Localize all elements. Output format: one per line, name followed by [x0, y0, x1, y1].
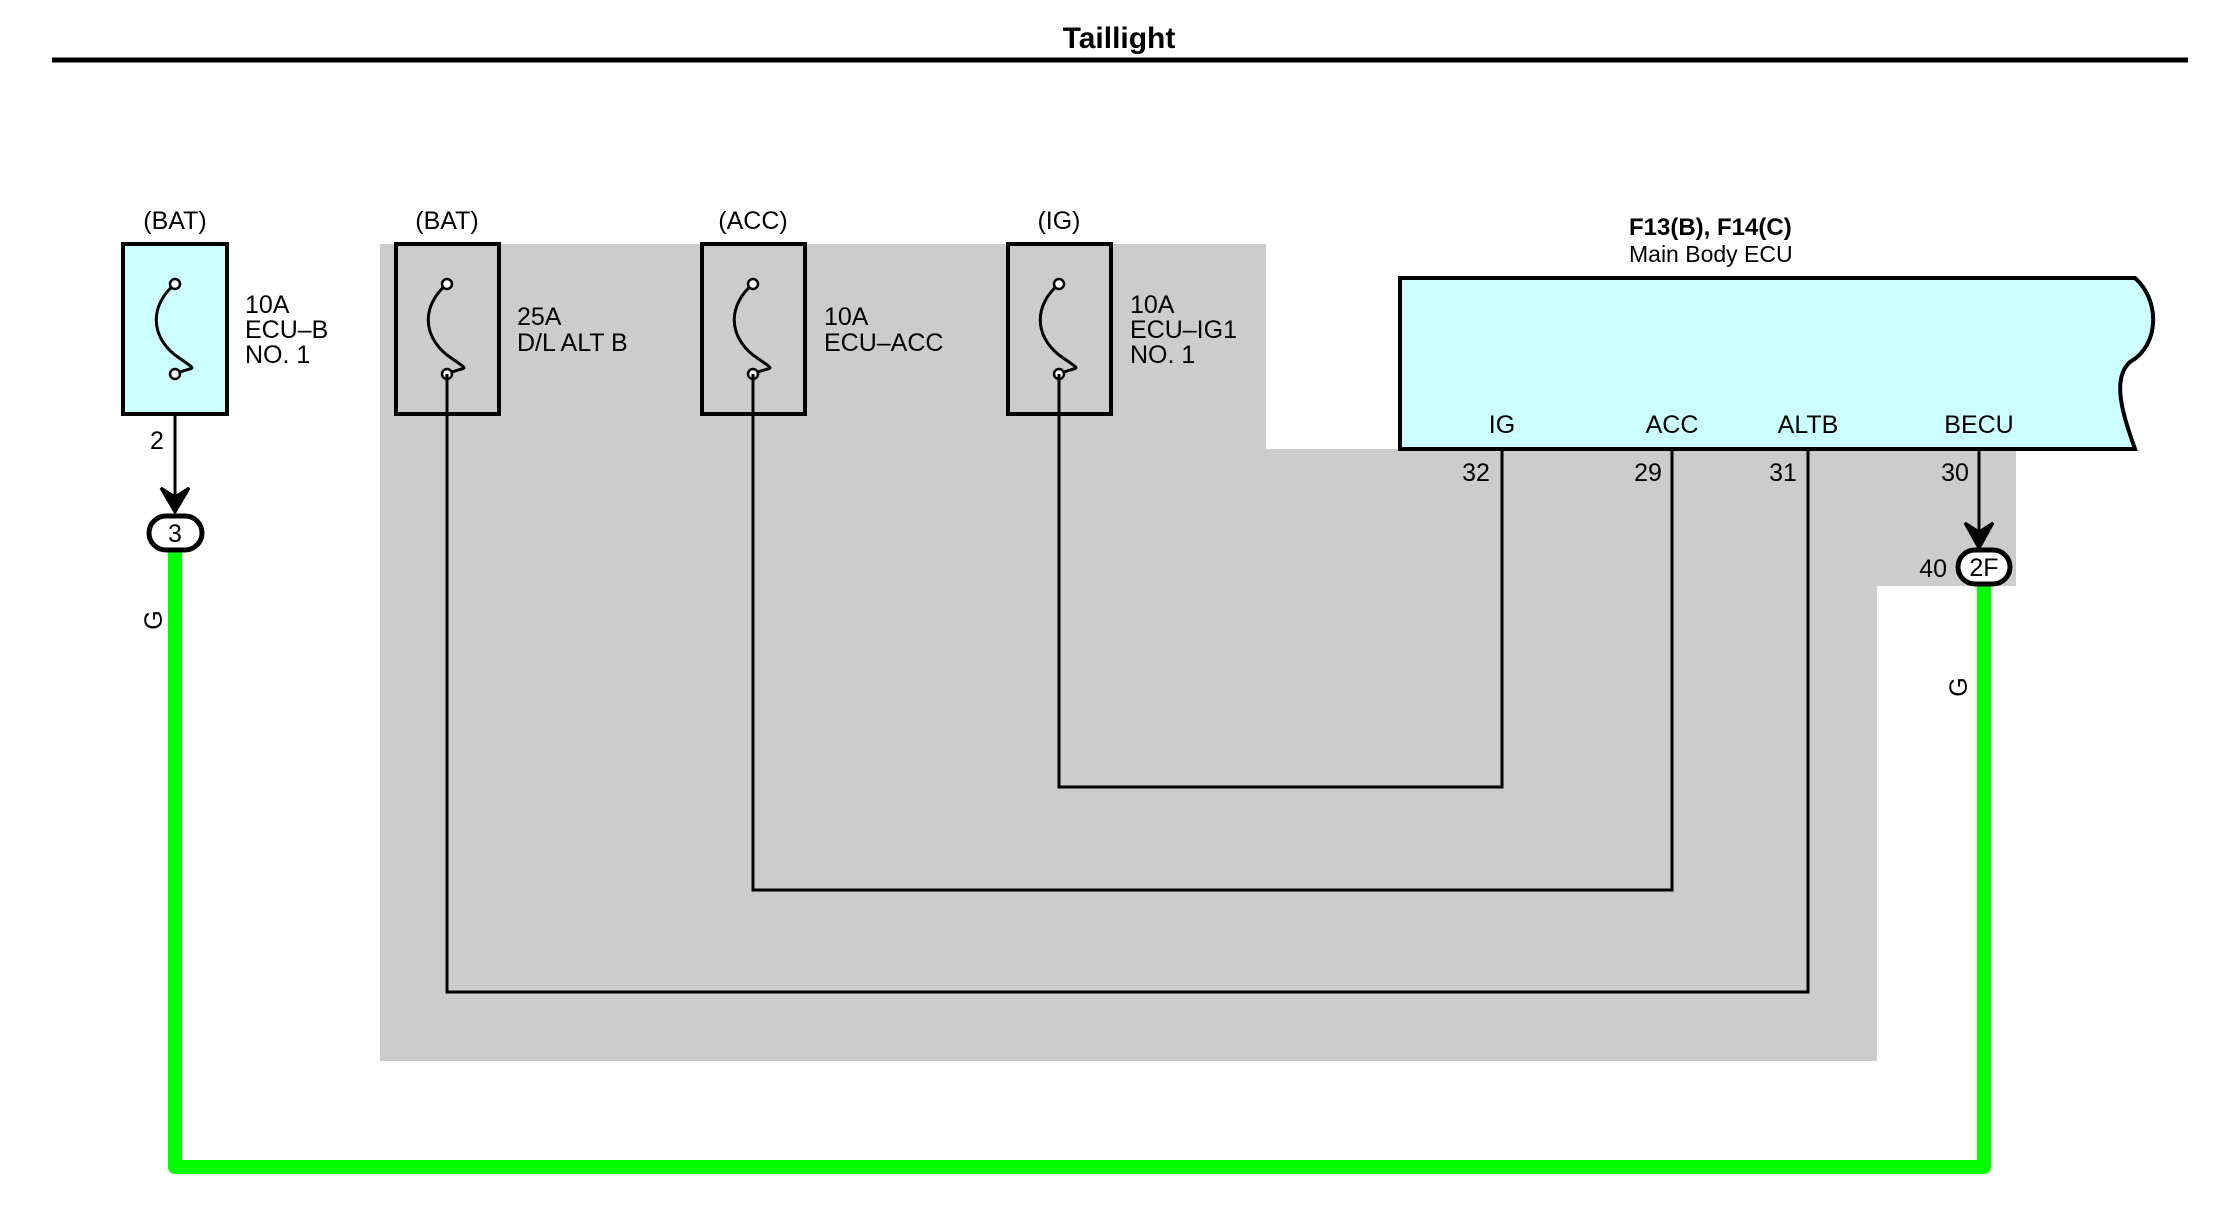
fuse-ecu-b-line-1: 10A: [245, 291, 290, 319]
fuse-ecu-b-symbol: [154, 282, 194, 376]
wire-acc-to-ecu-acc: [751, 374, 1674, 892]
fuse-ecu-acc-line-1: 10A: [824, 303, 869, 331]
black-wires: [173, 374, 1981, 994]
fuse-dl-alt-b-line-2: D/L ALT B: [517, 329, 628, 357]
junction-3-label: 3: [168, 520, 182, 548]
main-body-ecu: F13(B), F14(C) Main Body ECU IG ACC ALTB…: [1398, 214, 2156, 487]
ecu-terminal-acc: ACC: [1646, 411, 1699, 439]
wire-color-right: G: [1945, 677, 1973, 696]
fuse-ecu-b-box: [121, 242, 229, 416]
fuse-ecu-b-supply: (BAT): [143, 207, 206, 235]
ecu-terminal-ig: IG: [1489, 411, 1515, 439]
fuse-ecu-acc-line-2: ECU–ACC: [824, 329, 943, 357]
arrow-down-right: [1963, 521, 1995, 552]
fuse-ecu-b-line-2: ECU–B: [245, 316, 328, 344]
ecu-terminal-becu: BECU: [1944, 411, 2013, 439]
fuse-ecu-ig1-symbol: [1038, 282, 1078, 376]
fuse-dl-alt-b-symbol: [426, 282, 466, 376]
wire-ig1-to-ecu-ig: [1057, 374, 1504, 789]
fuse-ecu-ig1-supply: (IG): [1037, 207, 1080, 235]
junction-2f: 2F 40: [1919, 547, 2013, 587]
fuse-dl-alt-b-supply: (BAT): [415, 207, 478, 235]
fuse-ecu-ig1-line-3: NO. 1: [1130, 341, 1195, 369]
ecu-terminal-altb: ALTB: [1778, 411, 1839, 439]
fuse-ecu-acc-symbol: [732, 282, 772, 376]
fuse-dl-alt-b-line-1: 25A: [517, 303, 562, 331]
wire-altb-to-ecu-altb: [445, 374, 1810, 994]
fuse-ecu-ig1-line-1: 10A: [1130, 291, 1175, 319]
junction-3: 3: [146, 513, 205, 553]
fuse-ecu-b: (BAT) 10A ECU–B NO. 1 2: [121, 207, 328, 455]
fuse-ecu-b-line-3: NO. 1: [245, 341, 310, 369]
fuse-ecu-b-pin: 2: [150, 427, 164, 455]
fuse-ecu-ig1-line-2: ECU–IG1: [1130, 316, 1237, 344]
ecu-pin-becu: 30: [1941, 459, 1969, 487]
fuse-ecu-acc-supply: (ACC): [718, 207, 787, 235]
fuse-ecu-ig1: (IG) 10A ECU–IG1 NO. 1: [1006, 207, 1237, 416]
ecu-connectors: F13(B), F14(C): [1629, 214, 1792, 241]
ecu-name: Main Body ECU: [1629, 241, 1793, 267]
junction-2f-pin: 40: [1919, 555, 1947, 583]
ecu-pin-acc: 29: [1634, 459, 1662, 487]
junction-2f-label: 2F: [1969, 554, 1998, 582]
green-wire: [168, 542, 1991, 1174]
wire-color-left: G: [140, 610, 168, 629]
ecu-box: [1398, 276, 2156, 451]
fuse-dl-alt-b: (BAT) 25A D/L ALT B: [394, 207, 628, 416]
ecu-pin-ig: 32: [1462, 459, 1490, 487]
shaded-area: [380, 244, 2016, 1061]
diagram-title: Taillight: [1063, 22, 1176, 55]
arrow-down-left: [159, 486, 191, 515]
ecu-pin-altb: 31: [1769, 459, 1797, 487]
